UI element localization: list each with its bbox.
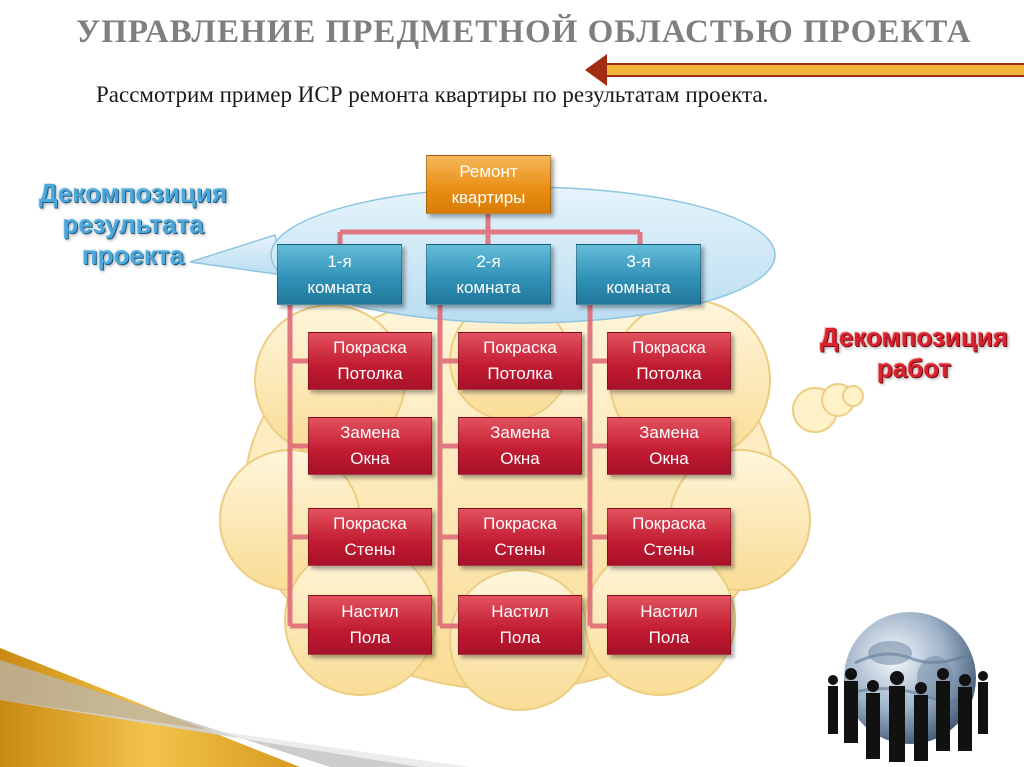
corner-stripes bbox=[0, 648, 470, 767]
wbs-task-node: Покраска Стены bbox=[607, 508, 731, 566]
connector-lines bbox=[287, 213, 643, 629]
slide-subtitle: Рассмотрим пример ИСР ремонта квартиры п… bbox=[96, 82, 769, 107]
wbs-task-node: Замена Окна bbox=[308, 417, 432, 475]
wbs-task-node: Покраска Стены bbox=[308, 508, 432, 566]
wbs-task-node: Замена Окна bbox=[607, 417, 731, 475]
wbs-task-node: Настил Пола bbox=[607, 595, 731, 655]
wbs-root-node: Ремонт квартиры bbox=[426, 155, 551, 214]
wbs-room-node-2: 2-я комната bbox=[426, 244, 551, 305]
wbs-task-node: Покраска Потолка bbox=[308, 332, 432, 390]
wbs-task-node: Настил Пола bbox=[308, 595, 432, 655]
wbs-room-node-3: 3-я комната bbox=[576, 244, 701, 305]
wbs-task-node: Покраска Стены bbox=[458, 508, 582, 566]
left-arrow-icon bbox=[585, 54, 1024, 86]
slide-title: УПРАВЛЕНИЕ ПРЕДМЕТНОЙ ОБЛАСТЬЮ ПРОЕКТА bbox=[76, 14, 972, 50]
wbs-task-node: Покраска Потолка bbox=[607, 332, 731, 390]
wbs-task-node: Замена Окна bbox=[458, 417, 582, 475]
wbs-task-node: Покраска Потолка bbox=[458, 332, 582, 390]
cloud-tail-circles bbox=[792, 383, 864, 433]
wbs-task-node: Настил Пола bbox=[458, 595, 582, 655]
callout-result-decomposition: Декомпозиция результата проекта bbox=[38, 178, 228, 270]
globe-business-people-illustration bbox=[828, 612, 988, 762]
callout-work-decomposition: Декомпозиция работ bbox=[819, 322, 1009, 383]
wbs-room-node-1: 1-я комната bbox=[277, 244, 402, 305]
